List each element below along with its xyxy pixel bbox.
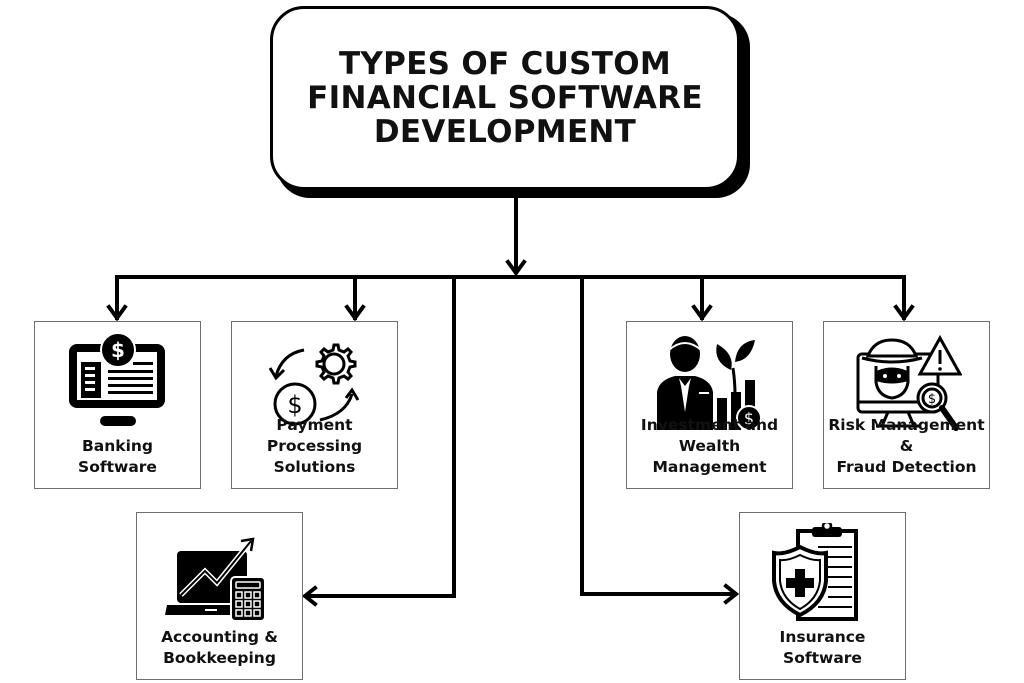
- gear-dollar-cycle-icon: $: [232, 332, 397, 437]
- node-accounting-bookkeeping: Accounting & Bookkeeping: [136, 512, 303, 680]
- node-investment-wealth: $ Investment and Wealth Management: [626, 321, 793, 489]
- diagram-title: TYPES OF CUSTOM FINANCIAL SOFTWARE DEVEL…: [307, 47, 703, 149]
- svg-text:$: $: [111, 338, 125, 362]
- arrowhead-insurance: [723, 583, 740, 605]
- node-label: Banking Software: [78, 437, 157, 476]
- node-banking-software: $ Banking Software: [34, 321, 201, 489]
- laptop-calculator-icon: [137, 523, 302, 628]
- trunk-arrowhead: [505, 259, 527, 277]
- title-line-1: TYPES OF CUSTOM: [338, 46, 672, 82]
- title-line-3: DEVELOPMENT: [373, 114, 637, 150]
- arrowhead-risk: [893, 304, 915, 322]
- arrowhead-payment: [344, 304, 366, 322]
- branch-insurance: [580, 275, 737, 596]
- node-label: Investment and Wealth Management: [640, 416, 779, 476]
- title-box: TYPES OF CUSTOM FINANCIAL SOFTWARE DEVEL…: [270, 6, 740, 190]
- svg-text:$: $: [743, 409, 753, 428]
- node-label: Payment Processing Solutions: [266, 416, 363, 476]
- arrowhead-banking: [106, 304, 128, 322]
- investor-growth-icon: $: [627, 332, 792, 437]
- arrowhead-investment: [691, 304, 713, 322]
- node-label: Accounting & Bookkeeping: [161, 628, 278, 667]
- arrowhead-accounting: [301, 585, 318, 607]
- node-insurance-software: Insurance Software: [739, 512, 906, 680]
- svg-text:$: $: [287, 391, 302, 419]
- svg-text:$: $: [927, 392, 935, 407]
- node-payment-processing: $ Payment Processing Solutions: [231, 321, 398, 489]
- shield-clipboard-icon: [740, 523, 905, 628]
- node-risk-fraud: $ Risk Management & Fraud Detection: [823, 321, 990, 489]
- node-label: Risk Management & Fraud Detection: [828, 416, 985, 476]
- computer-dollar-icon: $: [35, 332, 200, 437]
- title-line-2: FINANCIAL SOFTWARE: [307, 80, 703, 116]
- branch-accounting: [304, 275, 456, 598]
- fraud-detection-icon: $: [824, 332, 989, 437]
- node-label: Insurance Software: [779, 628, 866, 667]
